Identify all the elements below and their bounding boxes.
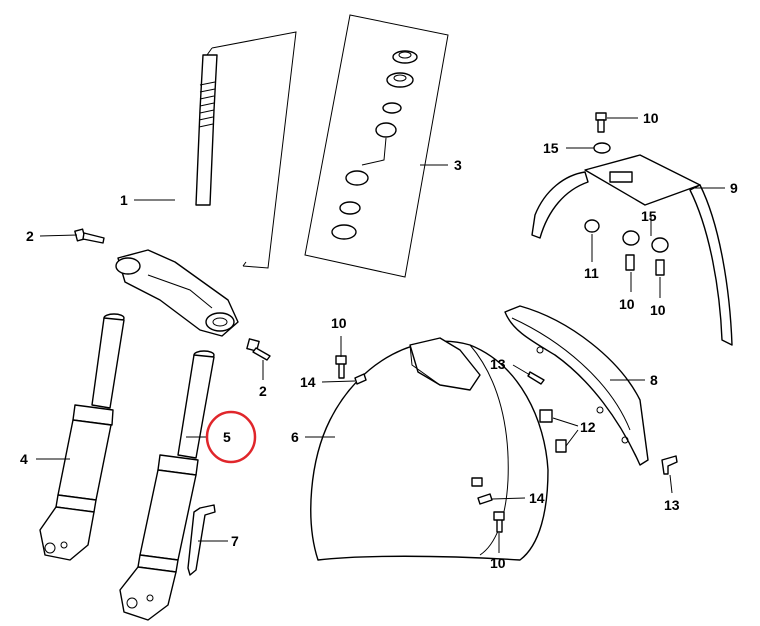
clip-part-12-b[interactable] [555, 439, 567, 453]
clip-part-12-a[interactable] [539, 409, 553, 423]
clip-part-14-top[interactable] [354, 373, 367, 385]
callout-1: 1 [120, 192, 128, 208]
grommet-part-15-top[interactable] [593, 142, 611, 154]
grommet-part-15-b[interactable] [651, 237, 669, 253]
callout-2-right: 2 [259, 383, 267, 399]
steering-stem-part[interactable] [115, 54, 239, 337]
callout-10-bottom: 10 [490, 555, 506, 571]
callout-8: 8 [650, 372, 658, 388]
nut-part-11[interactable] [584, 219, 600, 233]
clip-part-14-bottom[interactable] [477, 493, 493, 505]
front-fender-part[interactable] [310, 337, 549, 561]
callout-14-bottom: 14 [529, 490, 545, 506]
callout-10-top: 10 [643, 110, 659, 126]
bolt-part-10-mid-a[interactable] [625, 254, 635, 271]
leader-lines [36, 117, 725, 553]
assembly-bracket-right [304, 14, 449, 278]
callout-15-top: 15 [543, 140, 559, 156]
bolt-part-10-bottom[interactable] [493, 511, 505, 533]
callout-labels: 1 2 2 3 4 5 6 7 8 9 10 10 10 10 10 11 12… [20, 110, 738, 571]
callout-13-bottom: 13 [664, 497, 680, 513]
highlight-circle [205, 410, 257, 464]
callout-15-mid: 15 [641, 208, 657, 224]
callout-14-top: 14 [300, 374, 316, 390]
brake-hose-bracket-part[interactable] [187, 504, 216, 576]
callout-10-mid-b: 10 [650, 302, 666, 318]
bolt-part-2-left[interactable] [74, 228, 105, 244]
callout-11: 11 [584, 265, 599, 281]
screw-part-13-top[interactable] [527, 371, 545, 385]
assembly-bracket-left [211, 31, 297, 269]
bolt-part-10-top[interactable] [595, 112, 607, 133]
callout-6: 6 [291, 429, 299, 445]
grommet-part-15-a[interactable] [622, 230, 640, 246]
callout-10-mid-a: 10 [619, 296, 635, 312]
bolt-part-2-right[interactable] [246, 338, 271, 361]
fender-flap-part[interactable] [504, 305, 649, 466]
callout-3: 3 [454, 157, 462, 173]
bearing-set-part[interactable] [331, 50, 418, 240]
bolt-part-10-fender[interactable] [335, 355, 347, 379]
callout-2-left: 2 [26, 228, 34, 244]
fork-leg-right-part[interactable] [119, 350, 215, 621]
callout-7: 7 [231, 533, 239, 549]
screw-part-13-bottom[interactable] [661, 455, 678, 475]
callout-9: 9 [730, 180, 738, 196]
callout-10-fender: 10 [331, 315, 347, 331]
bolt-part-10-mid-b[interactable] [655, 259, 665, 276]
fork-leg-left-part[interactable] [39, 313, 125, 561]
fender-bracket-part[interactable] [531, 154, 733, 346]
callout-4: 4 [20, 451, 28, 467]
callout-13-top: 13 [490, 356, 506, 372]
callout-12: 12 [580, 419, 596, 435]
callout-5: 5 [223, 429, 231, 445]
